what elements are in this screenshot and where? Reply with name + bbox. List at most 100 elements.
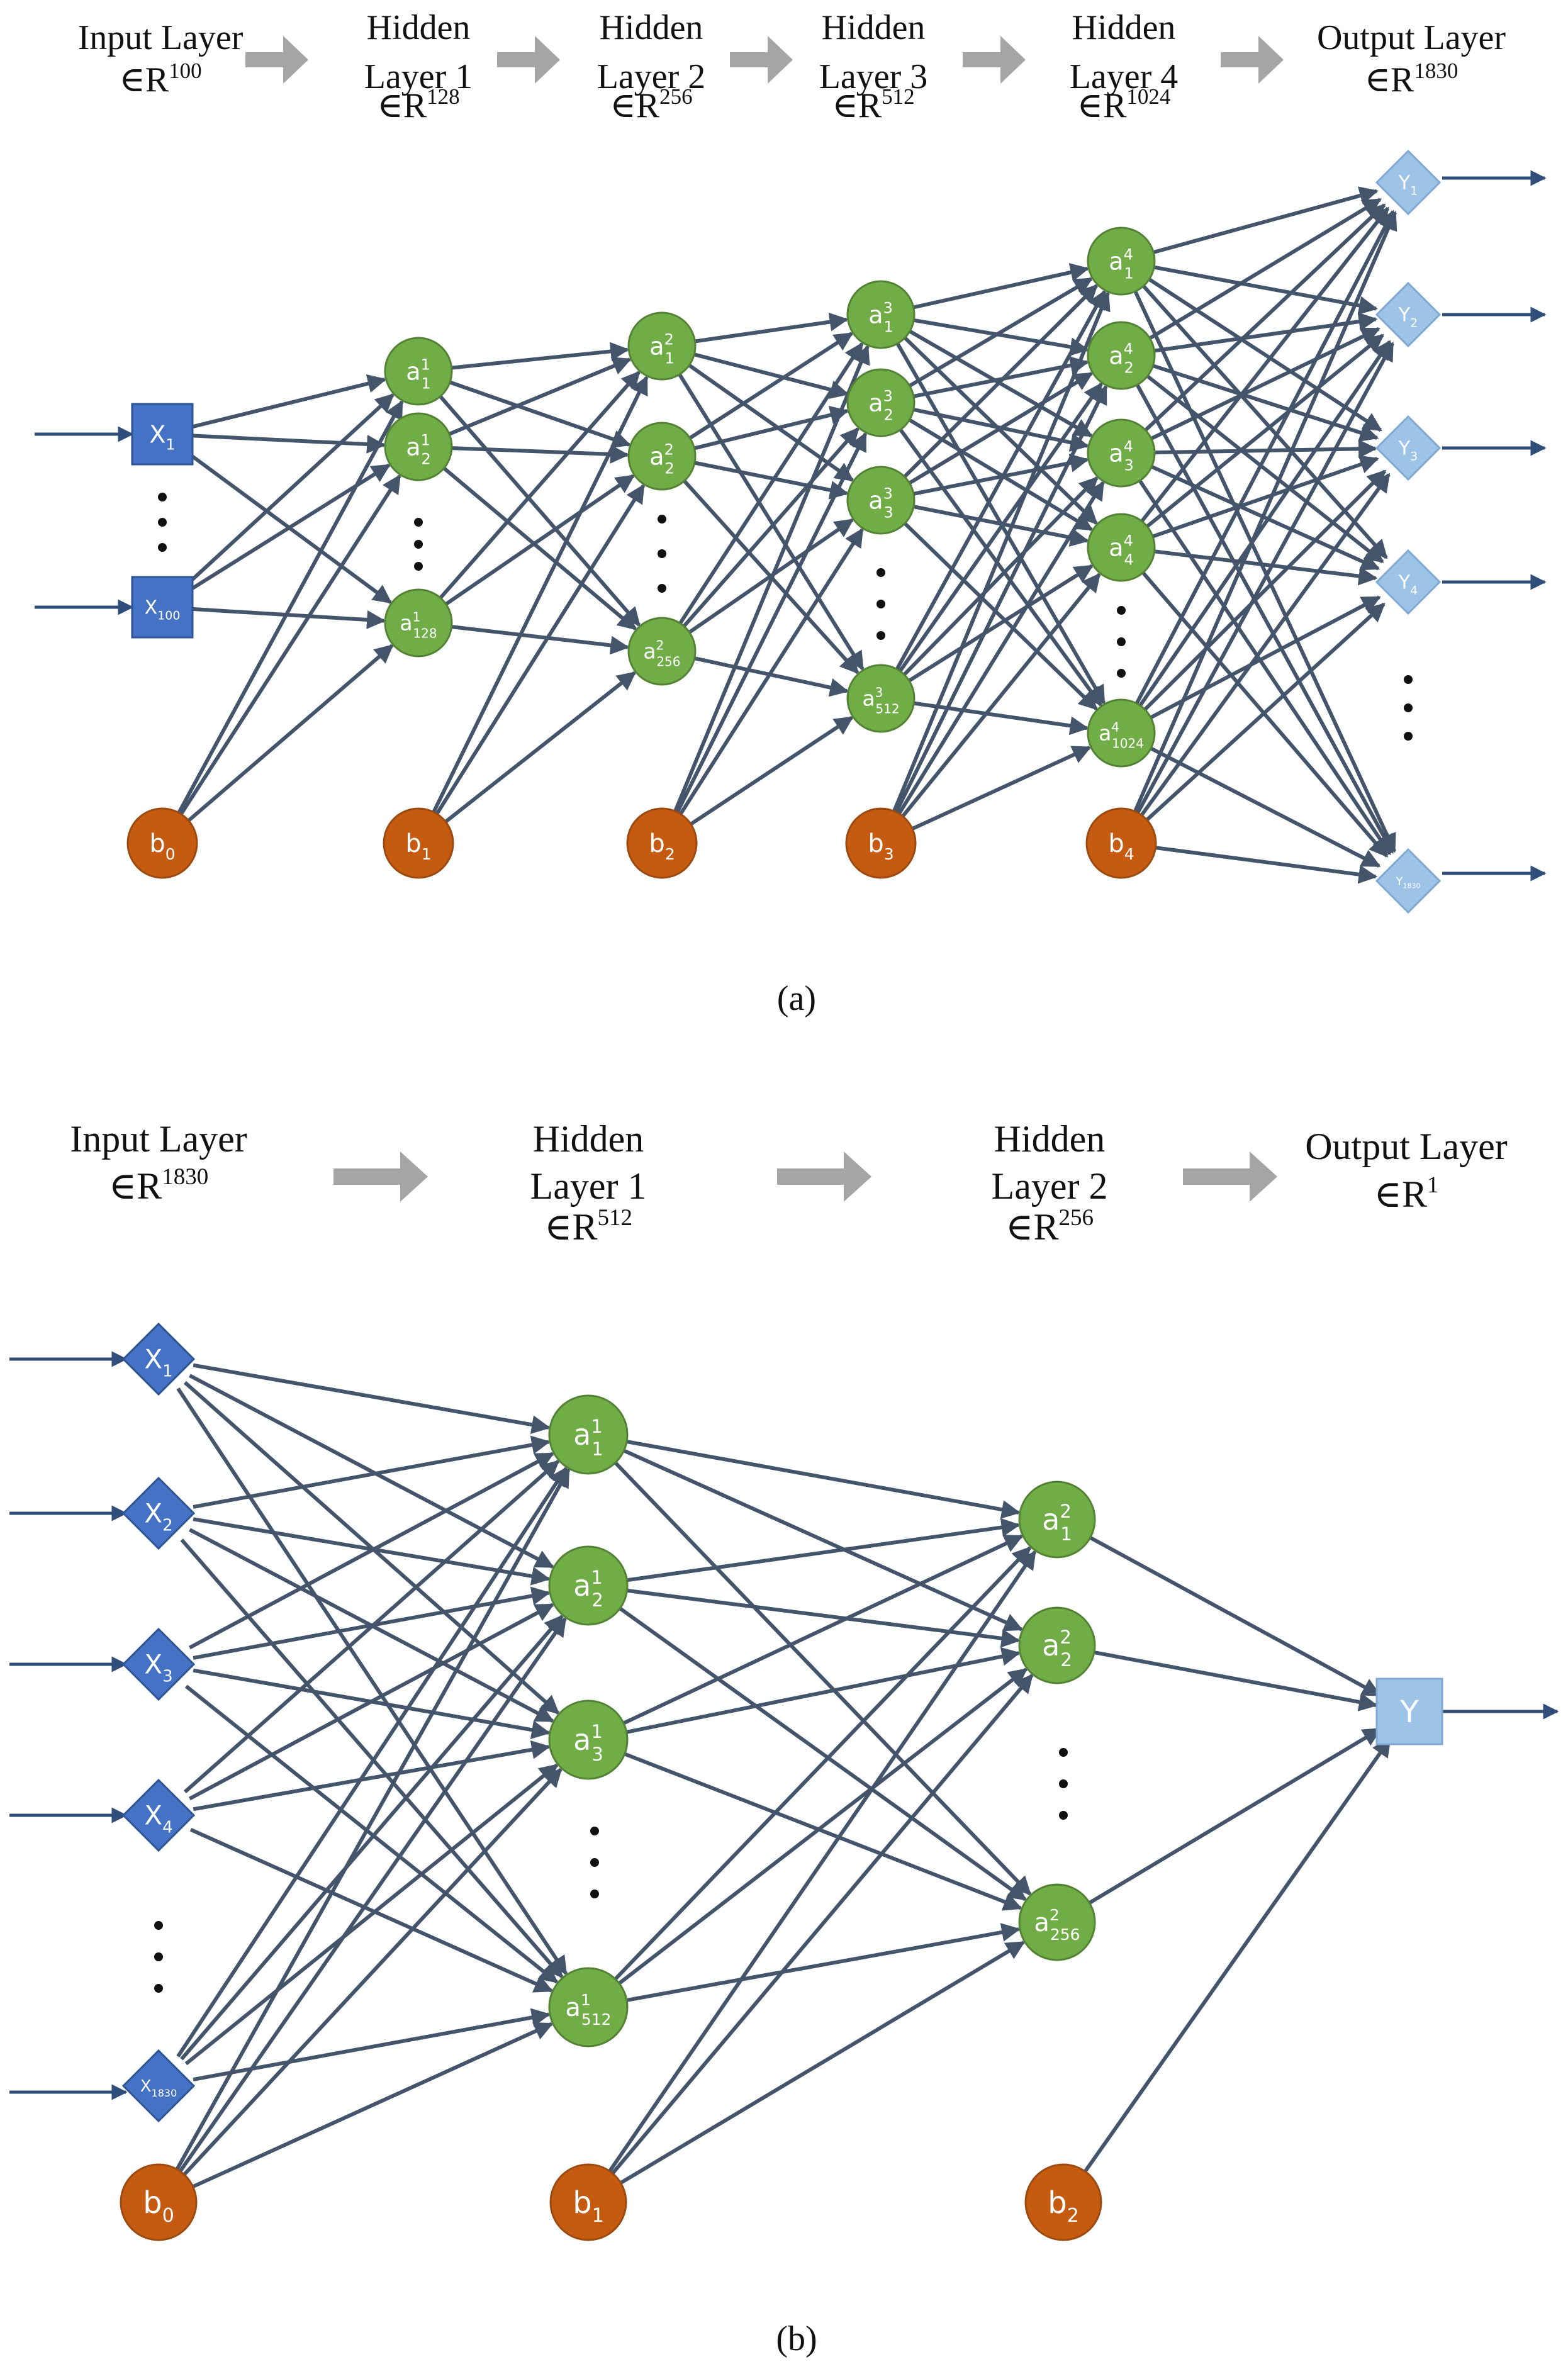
panel-b-header-4-dimension: ∈R1 [1374,1172,1439,1215]
connection-arrow [193,2008,551,2081]
panel-a-output-node-4-label: Y4 [1398,572,1418,598]
hidden1-neuron-shape [548,1700,629,1780]
connection-arrow [191,374,387,429]
connection-arrow [1148,198,1382,340]
connection-arrow [1135,384,1394,854]
panel-a-bias-node-2: b2 [626,807,698,879]
connection-arrow [178,1617,567,2173]
ellipsis-dot [1117,606,1126,615]
connection-arrow [180,1538,564,1978]
connection-arrow [445,474,636,606]
input-unit-shape [121,1778,196,1852]
hidden4-neuron-shape [1087,321,1156,390]
panel-b-bias-node-1-label: b1 [573,2185,604,2227]
connection-arrow [611,1674,1034,2175]
connection-arrow [1141,571,1389,858]
connection-arrow [1140,206,1390,523]
connection-arrow [176,1387,568,1976]
panel-a-bias-node-1: b1 [383,807,454,879]
connection-arrow [613,1461,1032,1896]
connection-arrow [618,1667,1028,1985]
connection-arrow [192,607,386,629]
ellipsis-dot [414,518,423,527]
connection-arrow [908,564,1094,683]
panel-a-header-4-dimension: ∈R512 [832,84,914,125]
connection-arrow [187,644,394,822]
connection-arrow [451,444,629,464]
panel-a-header-6: Output Layer∈R1830 [1317,18,1506,99]
connection-arrow [623,1448,1024,1632]
panel-a-header-4-title: Hidden [822,8,926,47]
ellipsis-dot [658,549,666,558]
ellipsis-dot [154,1952,163,1961]
ellipsis-dot [154,1921,163,1930]
panel-b-input-node-1: X1 [121,1322,196,1396]
panel-a-connections [35,170,1547,884]
connection-arrow [193,1740,551,1812]
panel-b-header-2-dimension: ∈R512 [544,1205,632,1248]
ellipsis-dot [414,562,423,571]
ellipsis-dot [414,540,423,549]
panel-a-flow-arrow-icon [1221,36,1284,84]
panel-a-caption: (a) [777,979,816,1018]
ellipsis-dot [1404,675,1413,684]
connection-arrow [911,746,1092,831]
connection-arrow [179,474,401,815]
panel-b-input-node-5-label: X1830 [140,2077,177,2099]
input-unit-shape [121,1627,196,1701]
connection-arrow [1145,602,1386,822]
connection-arrow [193,1668,551,1740]
connection-arrow [902,476,1099,676]
panel-a-bias-node-0-label: b0 [149,829,175,863]
output-unit-shape [1375,848,1442,914]
output-unit-shape [1375,281,1442,348]
panel-b-header-3-title: Hidden [994,1118,1106,1160]
ellipsis-dot [1117,637,1126,646]
panel-a-header-6-title: Output Layer [1317,18,1506,57]
connection-arrow [1133,290,1396,853]
connection-arrow [909,329,1093,438]
connection-arrow [1138,479,1392,856]
bias-shape [549,2163,627,2241]
ellipsis-dot [876,631,885,640]
panel-b-input-node-3: X3 [121,1627,196,1701]
output-unit-shape [1375,549,1442,615]
hidden2-neuron-shape [1018,1481,1096,1559]
ellipsis-dot [876,600,885,608]
panel-b-header-3-dimension: ∈R256 [1005,1205,1094,1248]
connection-arrow [622,1534,1024,1725]
connection-arrow [1134,210,1395,705]
connection-arrow [1089,1536,1382,1697]
panel-a-header-2-dimension: ∈R128 [377,84,459,125]
hidden3-neuron-shape [846,368,916,437]
connection-arrow [193,1363,551,1435]
connection-arrow [626,1440,1021,1519]
panel-b-caption: (b) [776,2319,817,2358]
bias-shape [626,807,698,879]
ellipsis-dot [158,543,167,552]
panel-a-header-2-subtitle: Layer 1 [364,57,473,96]
panel-a-header-2-title: Hidden [367,8,471,47]
panel-a-input-node-2-label: X100 [145,597,181,623]
panel-a-bias-node-4: b4 [1085,807,1157,879]
connection-arrow [892,291,1111,812]
hidden3-neuron-shape [846,466,916,535]
connection-arrow [679,527,864,815]
connection-arrow [914,701,1089,736]
output-unit-shape [1375,1677,1443,1745]
panel-a-flow-arrow-icon [497,36,560,84]
